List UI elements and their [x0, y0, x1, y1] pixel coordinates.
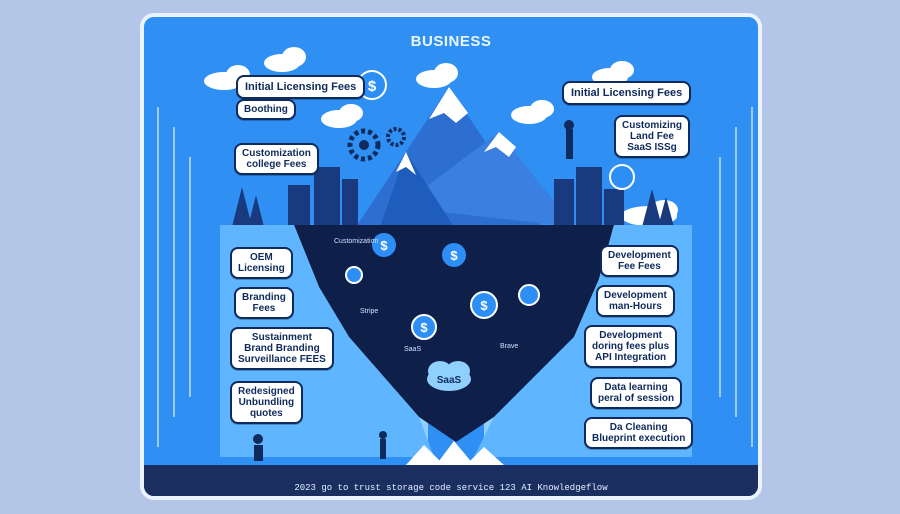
- label-oem-licensing: OEM Licensing: [230, 247, 293, 279]
- label-customizing-fees: Customizing Land Fee SaaS ISSg: [614, 115, 690, 158]
- clouds: [204, 47, 678, 226]
- label-boothing: Boothing: [236, 99, 296, 120]
- label-redesigned-unbundling: Redesigned Unbundling quotes: [230, 381, 303, 424]
- label-data-learning: Data learning peral of session: [590, 377, 683, 409]
- svg-text:$: $: [368, 78, 377, 95]
- label-initial-licensing-right: Initial Licensing Fees: [562, 81, 692, 105]
- saas-cloud-icon: [427, 361, 471, 391]
- label-development-fees: Development Fee Fees: [600, 245, 679, 277]
- bottom-band: [144, 465, 758, 496]
- stripe-text: Stripe: [360, 308, 378, 315]
- label-branding-fees: Branding Fees: [234, 287, 294, 319]
- mountains: [356, 87, 574, 227]
- vertical-lines: [157, 107, 753, 447]
- svg-text:$: $: [420, 320, 428, 335]
- label-initial-licensing-left: Initial Licensing Fees: [236, 75, 366, 99]
- label-development-man-hours: Development man-Hours: [596, 285, 675, 317]
- bottom-peaks: [406, 441, 504, 465]
- footer-text: 2023 go to trust storage code service 12…: [294, 483, 608, 493]
- svg-text:$: $: [450, 248, 458, 263]
- coin-icons: $ $ $ $ $: [345, 70, 635, 340]
- svg-text:$: $: [380, 238, 388, 253]
- infographic-card: BUSINESS: [140, 13, 762, 500]
- iceberg: [294, 225, 614, 442]
- label-data-cleaning: Da Cleaning Blueprint execution: [584, 417, 694, 449]
- city-skyline: [232, 167, 674, 227]
- label-api-integration: Development doring fees plus API Integra…: [584, 325, 678, 368]
- saas-cloud-text: SaaS: [437, 375, 462, 386]
- brave-text: Brave: [500, 343, 518, 350]
- saas-text: SaaS: [404, 346, 421, 353]
- gear-icons: [347, 127, 406, 162]
- people: [253, 120, 574, 461]
- label-customization-fees: Customization college Fees: [234, 143, 319, 175]
- customization-text: Customization: [334, 238, 378, 245]
- svg-text:$: $: [480, 298, 488, 313]
- infographic-title: BUSINESS: [410, 33, 492, 50]
- label-sustainment-branding: Sustainment Brand Branding Surveillance …: [230, 327, 334, 370]
